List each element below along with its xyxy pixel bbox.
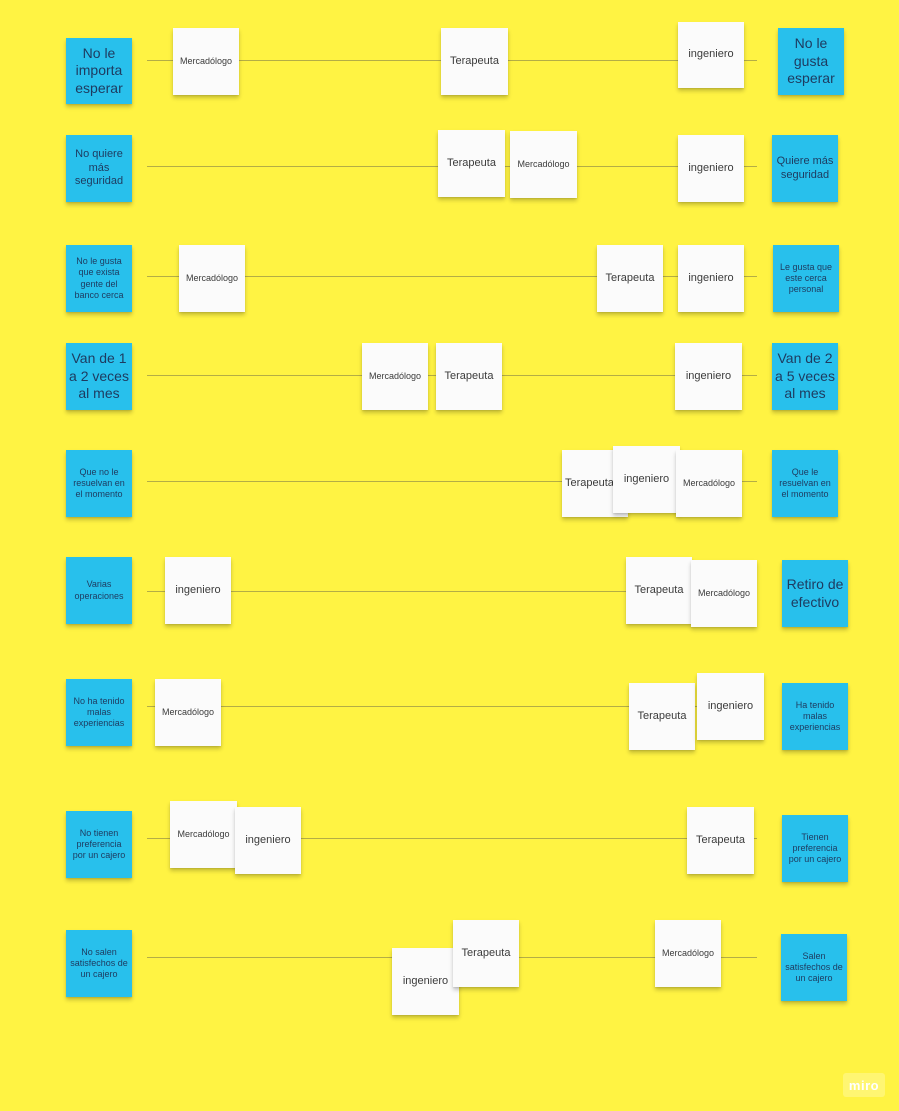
left-sticky-note[interactable]: No salen satisfechos de un cajero: [66, 930, 132, 997]
scale-line: [147, 591, 757, 592]
right-sticky-note[interactable]: Le gusta que este cerca personal: [773, 245, 839, 312]
sticky-note-mercadologo[interactable]: Mercadólogo: [362, 343, 428, 410]
sticky-note-mercadologo[interactable]: Mercadólogo: [170, 801, 237, 868]
sticky-note-mercadologo[interactable]: Mercadólogo: [691, 560, 757, 627]
left-sticky-note[interactable]: Van de 1 a 2 veces al mes: [66, 343, 132, 410]
right-sticky-note[interactable]: Retiro de efectivo: [782, 560, 848, 627]
sticky-note-terapeuta[interactable]: Terapeuta: [687, 807, 754, 874]
sticky-note-ingeniero[interactable]: ingeniero: [165, 557, 231, 624]
right-sticky-note[interactable]: Que le resuelvan en el momento: [772, 450, 838, 517]
scale-line: [147, 706, 757, 707]
right-sticky-note[interactable]: No le gusta esperar: [778, 28, 844, 95]
miro-logo: miro: [843, 1073, 885, 1097]
sticky-note-terapeuta[interactable]: Terapeuta: [597, 245, 663, 312]
sticky-note-ingeniero[interactable]: ingeniero: [697, 673, 764, 740]
sticky-note-ingeniero[interactable]: ingeniero: [678, 22, 744, 88]
left-sticky-note[interactable]: No ha tenido malas experiencias: [66, 679, 132, 746]
scale-line: [147, 481, 757, 482]
sticky-note-terapeuta[interactable]: Terapeuta: [629, 683, 695, 750]
scale-line: [147, 276, 757, 277]
sticky-note-terapeuta[interactable]: Terapeuta: [441, 28, 508, 95]
left-sticky-note[interactable]: No le importa esperar: [66, 38, 132, 104]
sticky-note-mercadologo[interactable]: Mercadólogo: [655, 920, 721, 987]
left-sticky-note[interactable]: Varias operaciones: [66, 557, 132, 624]
sticky-note-mercadologo[interactable]: Mercadólogo: [173, 28, 239, 95]
sticky-note-ingeniero[interactable]: ingeniero: [613, 446, 680, 513]
sticky-note-mercadologo[interactable]: Mercadólogo: [510, 131, 577, 198]
sticky-note-ingeniero[interactable]: ingeniero: [678, 135, 744, 202]
right-sticky-note[interactable]: Quiere más seguridad: [772, 135, 838, 202]
scale-line: [147, 838, 757, 839]
right-sticky-note[interactable]: Ha tenido malas experiencias: [782, 683, 848, 750]
left-sticky-note[interactable]: No tienen preferencia por un cajero: [66, 811, 132, 878]
sticky-note-terapeuta[interactable]: Terapeuta: [453, 920, 519, 987]
left-sticky-note[interactable]: No le gusta que exista gente del banco c…: [66, 245, 132, 312]
sticky-note-ingeniero[interactable]: ingeniero: [678, 245, 744, 312]
left-sticky-note[interactable]: Que no le resuelvan en el momento: [66, 450, 132, 517]
sticky-note-terapeuta[interactable]: Terapeuta: [436, 343, 502, 410]
sticky-note-ingeniero[interactable]: ingeniero: [675, 343, 742, 410]
right-sticky-note[interactable]: Salen satisfechos de un cajero: [781, 934, 847, 1001]
sticky-note-mercadologo[interactable]: Mercadólogo: [155, 679, 221, 746]
left-sticky-note[interactable]: No quiere más seguridad: [66, 135, 132, 202]
sticky-note-ingeniero[interactable]: ingeniero: [392, 948, 459, 1015]
sticky-note-mercadologo[interactable]: Mercadólogo: [179, 245, 245, 312]
sticky-note-terapeuta[interactable]: Terapeuta: [626, 557, 692, 624]
sticky-note-mercadologo[interactable]: Mercadólogo: [676, 450, 742, 517]
right-sticky-note[interactable]: Van de 2 a 5 veces al mes: [772, 343, 838, 410]
sticky-note-terapeuta[interactable]: Terapeuta: [438, 130, 505, 197]
right-sticky-note[interactable]: Tienen preferencia por un cajero: [782, 815, 848, 882]
sticky-note-ingeniero[interactable]: ingeniero: [235, 807, 301, 874]
